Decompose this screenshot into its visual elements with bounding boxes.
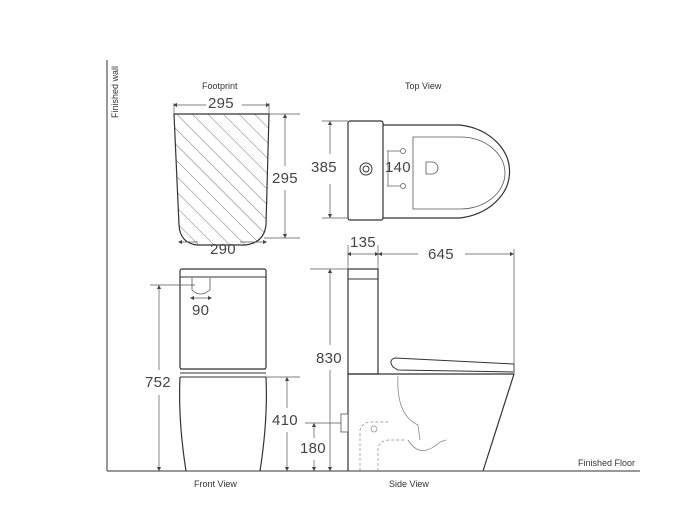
- dim-button-width: 90: [192, 302, 210, 319]
- top-view: [322, 120, 511, 221]
- dim-overall-height-side: 830: [316, 350, 342, 367]
- top-view-title: Top View: [405, 81, 442, 91]
- footprint-view: [172, 102, 300, 246]
- dim-footprint-top-width: 295: [208, 95, 234, 112]
- footprint-title: Footprint: [202, 81, 238, 91]
- side-view-title: Side View: [389, 479, 429, 489]
- dim-seat-height: 410: [272, 412, 298, 429]
- dim-top-view-width: 385: [311, 159, 337, 176]
- front-view: [150, 268, 300, 472]
- dim-bolt-spacing: 140: [385, 159, 411, 176]
- finished-wall-label: Finished wall: [110, 65, 120, 118]
- finished-floor-label: Finished Floor: [578, 458, 636, 468]
- dim-overall-height-front: 752: [145, 374, 171, 391]
- side-view: [305, 245, 515, 472]
- front-view-title: Front View: [194, 479, 237, 489]
- dim-footprint-depth: 295: [272, 170, 298, 187]
- dim-cistern-depth: 135: [350, 234, 376, 251]
- dim-footprint-bottom-width: 290: [210, 241, 236, 258]
- dim-pan-projection: 645: [428, 246, 454, 263]
- dim-waste-height: 180: [300, 440, 326, 457]
